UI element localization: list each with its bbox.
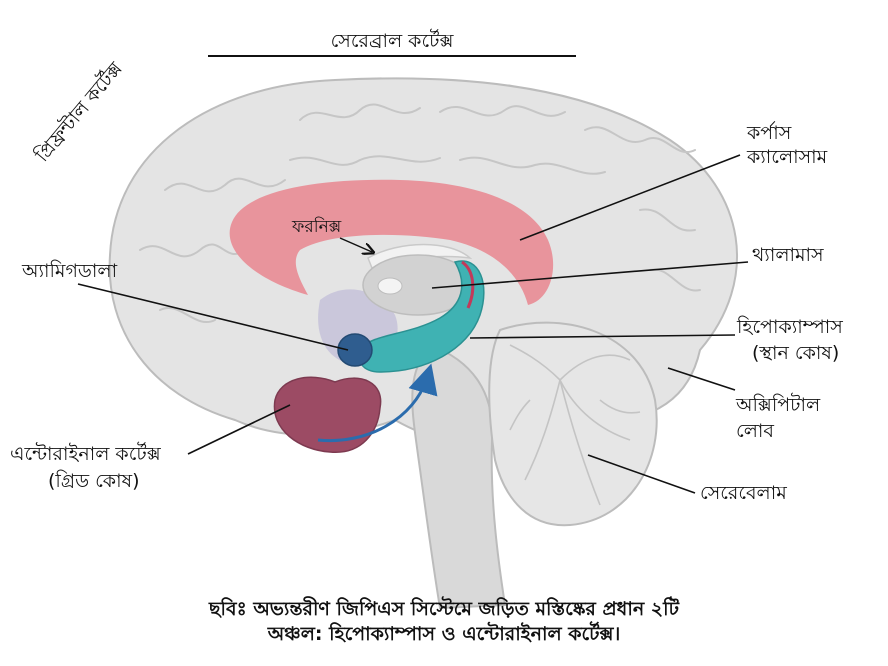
label-hippocampus-2: (স্থান কোষ): [752, 342, 840, 364]
brainstem: [411, 343, 507, 610]
entorhinal-shape: [273, 376, 382, 453]
cerebellum-folia: [509, 344, 641, 506]
label-fornix: ফরনিক্স: [292, 217, 342, 237]
label-corpus-callosum-1: কর্পাস: [747, 122, 792, 144]
amygdala-shape: [337, 333, 373, 367]
label-occipital-1: অক্সিপিটাল: [736, 394, 821, 416]
label-entorhinal-2: (গ্রিড কোষ): [48, 470, 140, 492]
label-entorhinal-1: এন্টোরাইনাল কর্টেক্স: [10, 443, 161, 465]
fornix-pointer: [339, 237, 372, 252]
hippocampus-shape: [358, 260, 485, 373]
label-thalamus: থ্যালামাস: [752, 244, 824, 266]
title-underline: [208, 55, 576, 57]
corpus-callosum-shape: [229, 179, 554, 305]
thalamus-nucleus: [377, 277, 403, 295]
label-cerebral-cortex: সেরেব্রাল কর্টেক্স: [330, 30, 454, 52]
cerebellum-shape: [488, 321, 658, 527]
hippocampus-edge: [461, 260, 475, 309]
caption-line-1: ছবিঃ অভ্যন্তরীণ জিপিএস সিস্টেমে জড়িত মস…: [209, 598, 679, 620]
caption-line-2: অঞ্চল: হিপোক্যাম্পাস ও এন্টোরাইনাল কর্টে…: [267, 623, 621, 645]
label-occipital-2: লোব: [736, 420, 774, 442]
label-cerebellum: সেরেবেলাম: [700, 482, 787, 504]
label-hippocampus-1: হিপোক্যাম্পাস: [737, 316, 843, 338]
pathway-arrow: [317, 363, 438, 443]
leader-lines: [77, 154, 749, 494]
label-amygdala: অ্যামিগডালা: [22, 260, 118, 282]
label-corpus-callosum-2: ক্যালোসাম: [747, 146, 828, 168]
